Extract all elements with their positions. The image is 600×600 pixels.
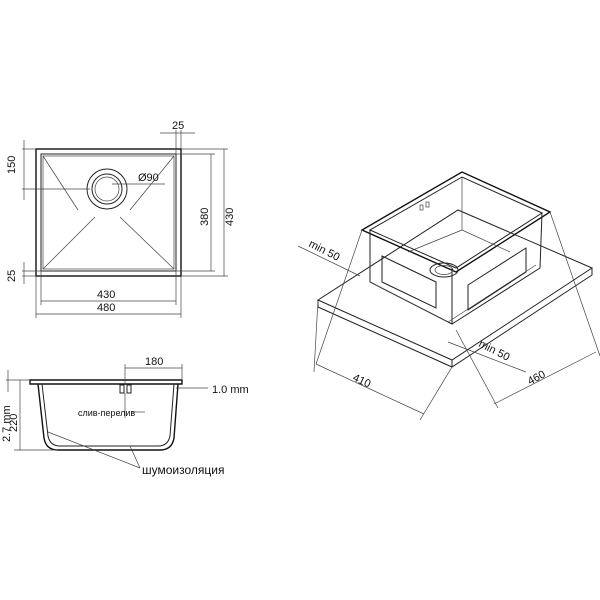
insulation-leader [47, 431, 141, 469]
extension-line [455, 329, 499, 409]
isometric-view: min 50 min 50 410 460 [297, 171, 600, 421]
drain-outer [86, 168, 128, 210]
iso-side-window-left [381, 255, 437, 309]
iso-sink-rim [360, 171, 552, 273]
drain-inner [91, 173, 123, 205]
overflow-fitting [119, 384, 125, 394]
dim-220: 220 [8, 414, 20, 432]
dim-min50-left: min 50 [307, 238, 342, 264]
dim-diameter: Ø90 [138, 172, 159, 184]
sink-outer-rim [35, 148, 182, 277]
bowl-diagonal [42, 216, 96, 270]
dim-2-7mm: 2.7 mm [1, 405, 13, 442]
iso-drain-inner [434, 265, 454, 275]
dim-410: 410 [351, 372, 373, 391]
top-view: 150 25 25 Ø90 380 430 430 480 [6, 120, 236, 318]
insulation-leader [129, 445, 141, 469]
sink-bowl-edge [42, 155, 175, 270]
bowl-diagonal [119, 216, 175, 270]
iso-overflow [419, 204, 424, 211]
dimension-line [493, 351, 597, 405]
iso-side-window-right [467, 247, 527, 311]
dimension-line [315, 363, 425, 415]
side-view: слив-перелив 180 1.0 mm 2.7 mm 220 шумои… [1, 356, 249, 477]
extension-line [315, 229, 363, 365]
dim-460: 460 [526, 368, 548, 387]
overflow-fitting [126, 384, 132, 394]
label-overflow: слив-перелив [78, 408, 135, 418]
dim-25-top: 25 [172, 120, 184, 132]
drain-core [94, 176, 120, 202]
bowl-diagonal [129, 155, 175, 211]
iso-overflow [425, 201, 430, 208]
extension-line [419, 366, 453, 421]
iso-bowl-front-right [451, 212, 543, 325]
dim-25-left: 25 [6, 270, 18, 282]
sink-bowl-inner [41, 383, 175, 447]
dimension-line [447, 341, 527, 373]
label-insulation: шумоизоляция [142, 463, 224, 477]
dim-430-bottom: 430 [97, 289, 115, 301]
bowl-diagonal [42, 155, 79, 211]
iso-drain [429, 262, 459, 278]
dim-150: 150 [6, 156, 18, 174]
sink-rim-section [29, 379, 183, 385]
iso-bowl-bottom-edge [375, 264, 537, 323]
dim-480: 480 [97, 302, 115, 314]
sink-inner-rim [40, 153, 177, 272]
extension-line [313, 299, 319, 373]
iso-bowl-floor [407, 229, 463, 253]
iso-bowl-floor [461, 229, 511, 253]
dim-380: 380 [199, 208, 211, 226]
extension-line [549, 211, 600, 357]
dimension-line [297, 245, 361, 277]
dim-180: 180 [145, 356, 163, 368]
sink-bowl-section [37, 383, 179, 451]
dim-1mm: 1.0 mm [212, 384, 249, 396]
dim-430-right: 430 [224, 208, 236, 226]
